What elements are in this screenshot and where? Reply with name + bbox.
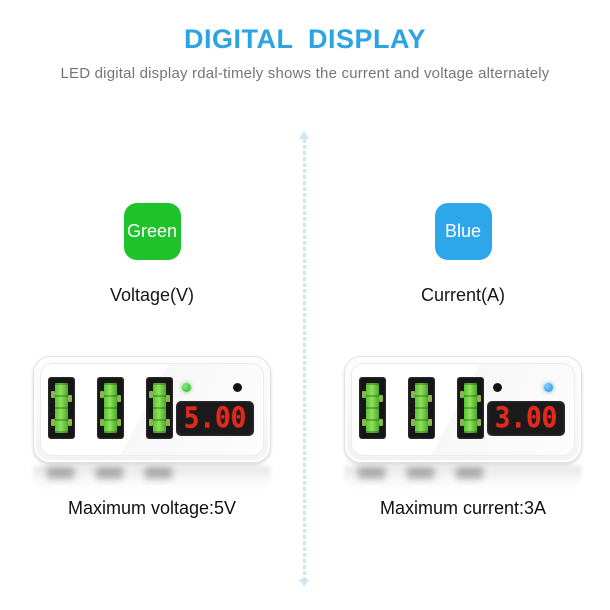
display-value: 5.00 bbox=[183, 402, 247, 435]
usb-connector bbox=[149, 383, 170, 433]
usb-port-icon bbox=[48, 377, 75, 439]
blue-color-badge: Blue bbox=[434, 203, 492, 260]
usb-connector bbox=[51, 383, 72, 433]
usb-connector bbox=[362, 383, 383, 433]
usb-charger-voltage: 5.00 bbox=[33, 356, 271, 463]
blue-led-indicator bbox=[544, 383, 553, 392]
usb-port-icon bbox=[359, 377, 386, 439]
center-divider bbox=[296, 131, 312, 587]
led-digital-display: 3.00 bbox=[487, 401, 565, 436]
page-title: DIGITAL DISPLAY bbox=[183, 24, 427, 54]
off-led-indicator bbox=[493, 383, 502, 392]
charger-reflection bbox=[344, 466, 582, 492]
off-led-indicator bbox=[233, 383, 242, 392]
badge-label: Green bbox=[126, 221, 178, 241]
usb-charger-current: 3.00 bbox=[344, 356, 582, 463]
green-color-badge: Green bbox=[123, 203, 181, 260]
voltage-mode-label: Voltage(V) bbox=[109, 285, 195, 305]
current-caption: Maximum current:3A bbox=[379, 498, 547, 518]
green-led-indicator bbox=[182, 383, 191, 392]
divider-arrow-up-icon bbox=[299, 131, 309, 139]
led-digital-display: 5.00 bbox=[176, 401, 254, 436]
current-panel: Blue Current(A) 3.00 Maximum current:3A bbox=[313, 203, 610, 519]
usb-port-icon bbox=[97, 377, 124, 439]
usb-port-icon bbox=[146, 377, 173, 439]
divider-arrow-down-icon bbox=[299, 579, 309, 587]
usb-connector bbox=[100, 383, 121, 433]
badge-label: Blue bbox=[444, 221, 482, 241]
current-mode-label: Current(A) bbox=[420, 285, 505, 305]
display-value: 3.00 bbox=[494, 402, 558, 435]
divider-dashed-line bbox=[302, 139, 306, 579]
voltage-caption: Maximum voltage:5V bbox=[67, 498, 237, 518]
usb-connector bbox=[411, 383, 432, 433]
usb-port-icon bbox=[457, 377, 484, 439]
usb-port-icon bbox=[408, 377, 435, 439]
page-subtitle: LED digital display rdal-timely shows th… bbox=[60, 65, 550, 82]
usb-connector bbox=[460, 383, 481, 433]
charger-reflection bbox=[33, 466, 271, 492]
voltage-panel: Green Voltage(V) 5.00 Maximum voltage:5V bbox=[2, 203, 302, 519]
